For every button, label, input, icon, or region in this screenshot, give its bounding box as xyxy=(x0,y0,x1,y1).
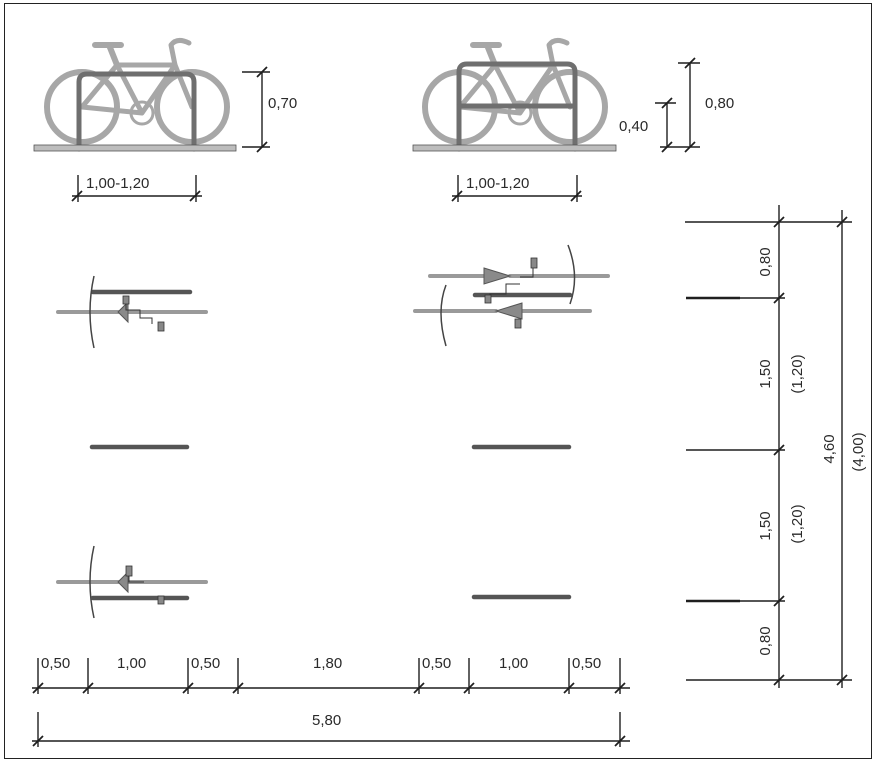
dim-right-width: 1,00-1,20 xyxy=(466,175,529,192)
bicycle-plan-icon xyxy=(413,284,592,347)
ground-paving xyxy=(33,144,237,152)
pedal-crank xyxy=(125,302,153,324)
dim-left-width: 1,00-1,20 xyxy=(86,175,149,192)
dim-h-seg5: 0,50 xyxy=(422,655,451,672)
ground-paving xyxy=(412,144,617,152)
dim-v-mid2-alt: (1,20) xyxy=(789,504,806,543)
right-side-view: 0,80 0,40 1,00-1,20 xyxy=(412,40,734,202)
pedal-crank xyxy=(128,576,144,583)
dim-v-mid1-alt: (1,20) xyxy=(789,354,806,393)
bicycle-plan-icon xyxy=(56,274,208,350)
left-side-view: 0,70 1,00-1,20 xyxy=(33,40,297,202)
dim-left-height: 0,70 xyxy=(268,95,297,112)
vertical-dimensions: 0,80 1,50 (1,20) 1,50 (1,20) 0,80 4,60 (… xyxy=(685,205,867,688)
bicycle-plan-icon xyxy=(428,244,610,305)
bicycle-icon xyxy=(425,40,605,142)
plan-left-column xyxy=(56,274,208,620)
bicycle-icon xyxy=(47,40,227,142)
horizontal-dimensions: 0,50 1,00 0,50 1,80 0,50 1,00 0,50 5,80 xyxy=(32,655,630,747)
dim-v-total-alt: (4,00) xyxy=(850,432,867,471)
dim-h-seg7: 0,50 xyxy=(572,655,601,672)
dim-right-height-bar: 0,40 xyxy=(619,118,648,135)
dim-h-seg6: 1,00 xyxy=(499,655,528,672)
dim-v-top: 0,80 xyxy=(757,247,774,276)
stand-hoop-low xyxy=(76,71,197,152)
dim-right-height-total: 0,80 xyxy=(705,95,734,112)
dim-v-mid1: 1,50 xyxy=(757,359,774,388)
dim-v-bottom: 0,80 xyxy=(757,626,774,655)
drawing-frame xyxy=(4,3,872,759)
dim-v-mid2: 1,50 xyxy=(757,511,774,540)
plan-right-column xyxy=(413,244,610,600)
dim-h-total: 5,80 xyxy=(312,712,341,729)
dim-h-seg2: 1,00 xyxy=(117,655,146,672)
dim-h-seg3: 0,50 xyxy=(191,655,220,672)
dim-v-total: 4,60 xyxy=(821,434,838,463)
dim-h-seg1: 0,50 xyxy=(41,655,70,672)
dim-h-seg4: 1,80 xyxy=(313,655,342,672)
stand-hoop-high xyxy=(456,61,578,152)
